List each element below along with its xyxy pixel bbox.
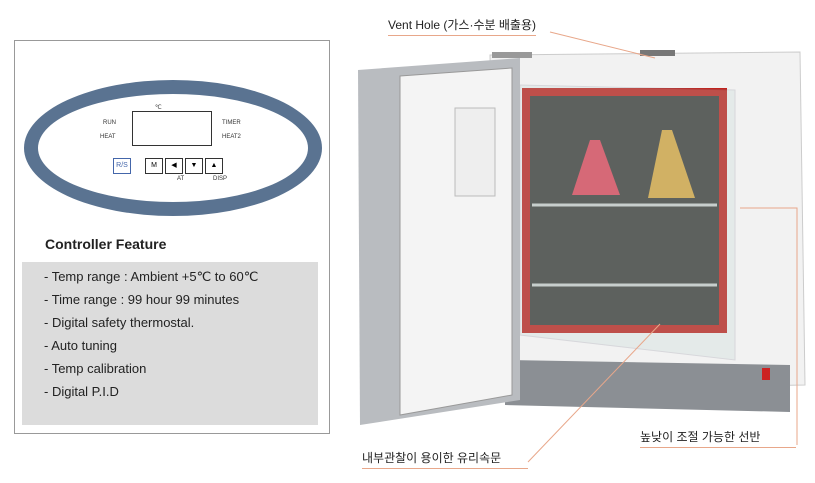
run-indicator: RUN (103, 120, 116, 126)
display-screen (132, 111, 212, 146)
vent-hole-callout: Vent Hole (가스·수분 배출용) (388, 16, 536, 36)
left-key[interactable]: ◀ (165, 158, 183, 174)
up-key[interactable]: ▲ (205, 158, 223, 174)
unit-label: ℃ (155, 105, 162, 111)
features-list: - Temp range : Ambient +5℃ to 60℃ - Time… (22, 262, 318, 425)
heat-indicator: HEAT (100, 134, 116, 140)
timer-indicator: TIMER (222, 120, 241, 126)
rs-key[interactable]: R/S (113, 158, 131, 174)
features-title: Controller Feature (45, 236, 167, 252)
feature-item: - Digital safety thermostal. (44, 315, 195, 330)
glass-door-callout: 내부관찰이 용이한 유리속문 (362, 449, 528, 469)
flask (648, 130, 695, 198)
feature-item: - Temp range : Ambient +5℃ to 60℃ (44, 269, 259, 284)
door-panel (454, 107, 496, 197)
feature-item: - Auto tuning (44, 338, 117, 353)
feature-item: - Digital P.I.D (44, 384, 119, 399)
shelf-callout-line (740, 207, 798, 445)
glass-door (519, 84, 736, 361)
base-unit (505, 360, 790, 412)
power-switch (762, 368, 770, 380)
disp-label: DISP (213, 176, 228, 182)
shelf-callout: 높낮이 조절 가능한 선반 (640, 428, 796, 448)
door-callout-line (527, 323, 661, 463)
hinge-top (492, 52, 532, 58)
heat2-indicator: HEAT2 (222, 134, 241, 140)
down-key[interactable]: ▼ (185, 158, 203, 174)
feature-item: - Temp calibration (44, 361, 147, 376)
vent-callout-line (549, 31, 656, 59)
m-key[interactable]: M (145, 158, 163, 174)
at-label: AT (177, 176, 185, 182)
chamber-interior (530, 96, 719, 325)
feature-item: - Time range : 99 hour 99 minutes (44, 292, 240, 307)
vent-hole (640, 50, 675, 56)
flask (572, 140, 620, 195)
